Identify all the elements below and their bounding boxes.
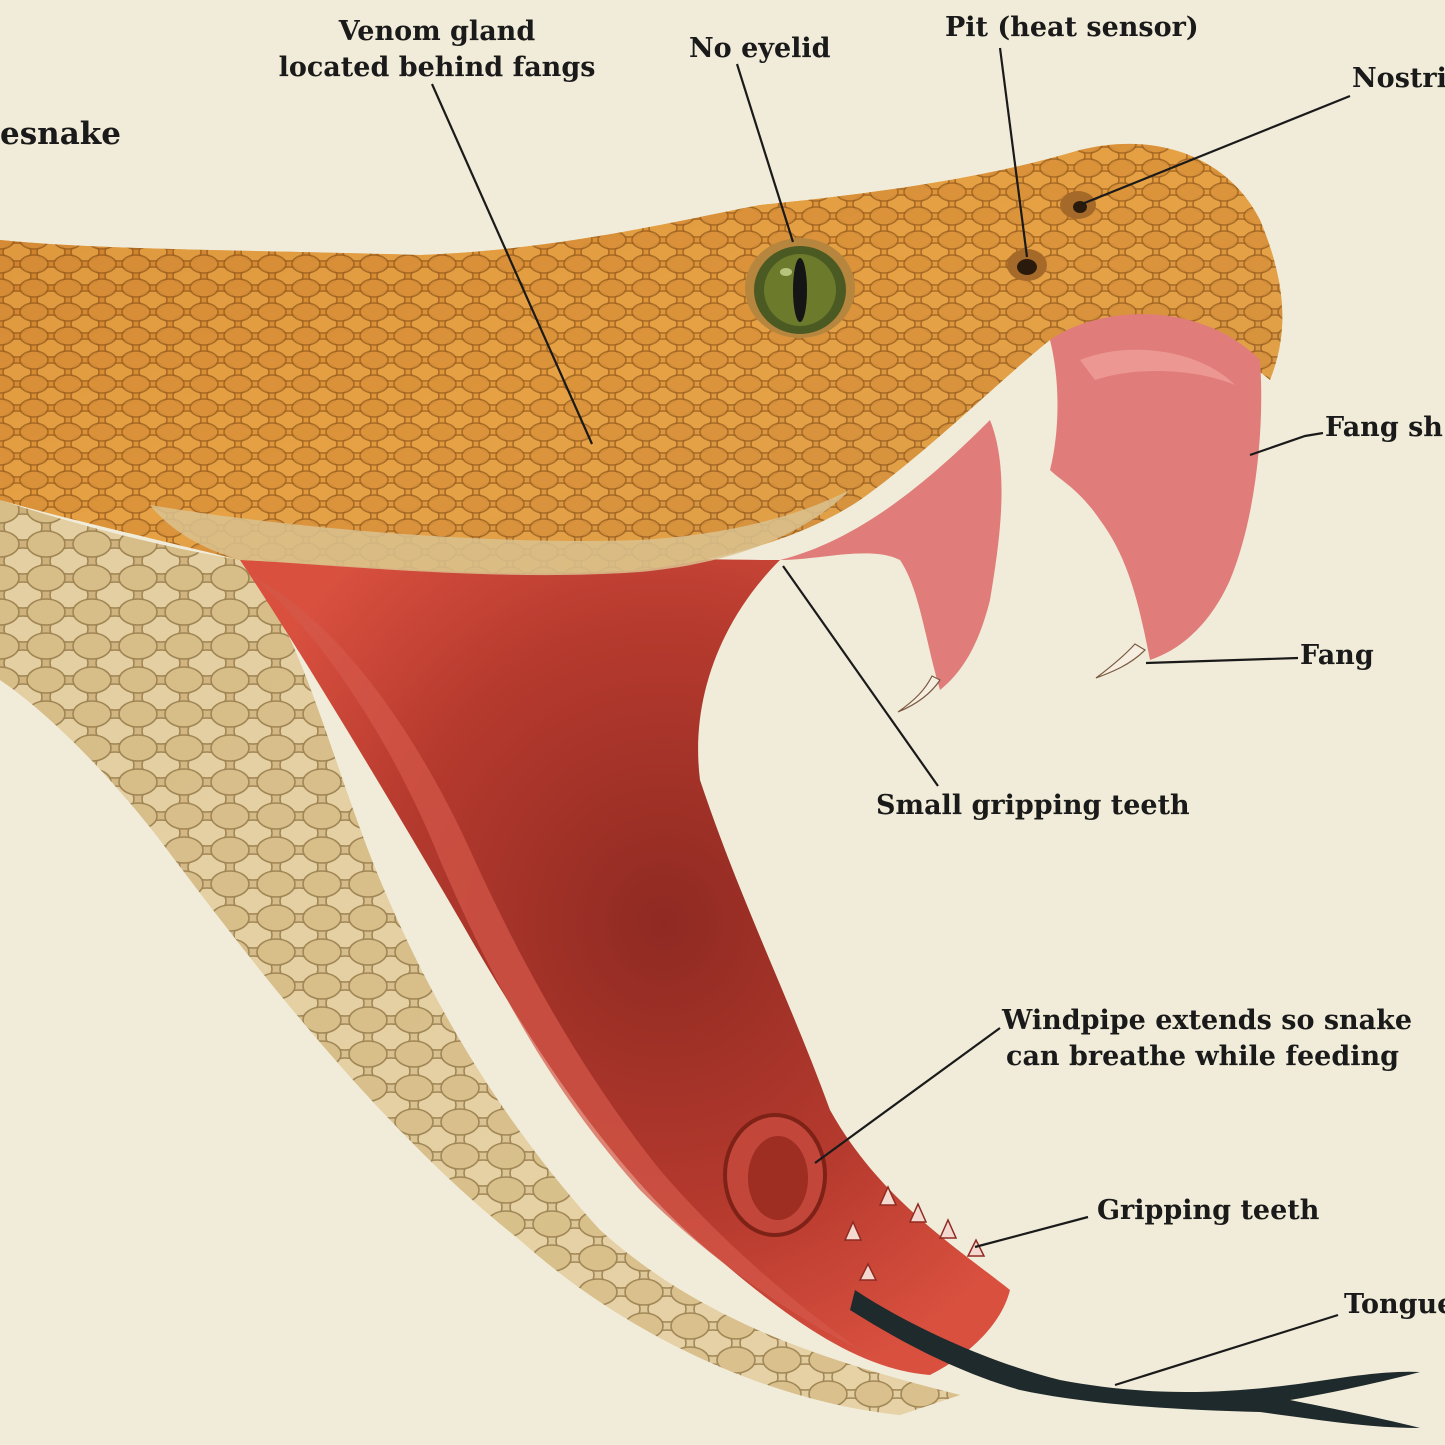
label-no-eyelid: No eyelid (689, 33, 831, 64)
label-tongue: Tongue (1344, 1289, 1445, 1320)
label-windpipe: Windpipe extends so snake can breathe wh… (1002, 1003, 1412, 1075)
leader-venom-gland (430, 83, 594, 445)
label-pit: Pit (heat sensor) (945, 12, 1199, 43)
fang-sheath-left (780, 420, 1002, 690)
label-venom-gland: Venom gland located behind fangs (232, 14, 642, 86)
tongue (850, 1290, 1420, 1428)
label-windpipe-line1: Windpipe extends so snake (1002, 1005, 1413, 1036)
label-gripping-teeth: Gripping teeth (1097, 1195, 1320, 1226)
leader-fang-sheath (1249, 431, 1324, 457)
fang-right (1095, 643, 1146, 679)
label-venom-gland-line1: Venom gland (338, 16, 536, 47)
fang-left (897, 675, 941, 713)
label-nostril: Nostri (1352, 63, 1445, 94)
leader-tongue (1114, 1313, 1339, 1387)
leader-gripping-teeth (974, 1215, 1089, 1249)
leader-windpipe (814, 1027, 1001, 1164)
leader-fang (1145, 656, 1299, 665)
label-venom-gland-line2: located behind fangs (278, 52, 596, 83)
label-windpipe-line2: can breathe while feeding (1006, 1041, 1400, 1072)
nostril (1060, 191, 1096, 219)
label-fang-sheath: Fang sh (1325, 412, 1443, 443)
leader-pit (998, 47, 1029, 258)
leader-small-gripping-teeth (782, 565, 939, 787)
title-fragment: esnake (0, 116, 122, 152)
leader-nostril (1081, 94, 1351, 206)
windpipe (723, 1113, 827, 1237)
eye (745, 238, 855, 338)
fang-sheath-right (1050, 314, 1262, 660)
leader-no-eyelid (735, 63, 795, 243)
label-fang: Fang (1300, 640, 1374, 671)
label-small-gripping-teeth: Small gripping teeth (876, 790, 1190, 821)
heat-pit (1007, 249, 1047, 281)
